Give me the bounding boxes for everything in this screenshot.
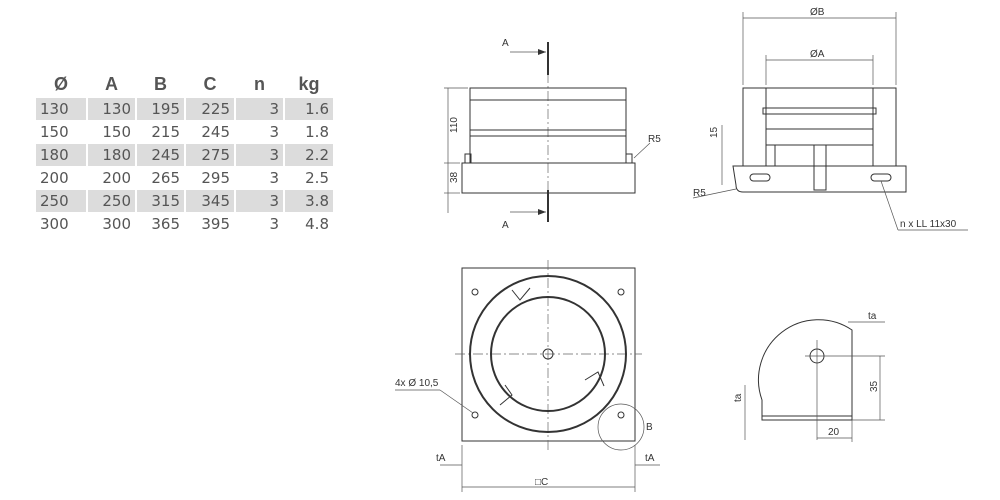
col-kg: kg bbox=[298, 73, 320, 94]
detail-label: B bbox=[646, 422, 653, 433]
col-b: B bbox=[154, 73, 167, 94]
table-cell: 150 bbox=[40, 123, 69, 141]
table-row: 150 150 215 245 3 1.8 bbox=[36, 121, 333, 143]
section-label-bottom: A bbox=[502, 220, 509, 231]
table-row: 300 300 365 395 3 4.8 bbox=[36, 213, 333, 235]
table-cell: 215 bbox=[151, 123, 180, 141]
table-cell: 3 bbox=[236, 190, 283, 212]
table-cell: 3.8 bbox=[285, 190, 333, 212]
table-cell: 195 bbox=[137, 98, 184, 120]
slot-note: n x LL 11x30 bbox=[900, 219, 957, 230]
col-diameter: Ø bbox=[53, 73, 68, 94]
table-cell: 1.6 bbox=[285, 98, 333, 120]
ta-right: tA bbox=[645, 453, 655, 464]
holes-note: 4x Ø 10,5 bbox=[395, 378, 439, 389]
dim-35: 35 bbox=[869, 380, 880, 392]
table-cell: 250 bbox=[36, 190, 86, 212]
table-cell: 250 bbox=[88, 190, 135, 212]
dim-15: 15 bbox=[709, 126, 720, 138]
table-cell: 3 bbox=[269, 169, 279, 187]
table-cell: 3 bbox=[269, 215, 279, 233]
table-cell: 300 bbox=[40, 215, 69, 233]
table-cell: 180 bbox=[88, 144, 135, 166]
table-cell: 4.8 bbox=[305, 215, 329, 233]
table-cell: 2.5 bbox=[305, 169, 329, 187]
table-cell: 345 bbox=[186, 190, 234, 212]
ta-top: ta bbox=[868, 311, 877, 322]
table-cell: 130 bbox=[88, 98, 135, 120]
col-n: n bbox=[254, 73, 265, 94]
table-cell: 365 bbox=[151, 215, 180, 233]
dim-c: □C bbox=[535, 477, 548, 488]
table-cell: 3 bbox=[269, 123, 279, 141]
ta-side: ta bbox=[733, 393, 744, 402]
table-cell: 295 bbox=[201, 169, 230, 187]
table-cell: 315 bbox=[137, 190, 184, 212]
table-cell: 245 bbox=[201, 123, 230, 141]
dim-diameter-b: ØB bbox=[810, 7, 825, 18]
dim-diameter-a: ØA bbox=[810, 49, 825, 60]
table-cell: 200 bbox=[102, 169, 131, 187]
table-cell: 2.2 bbox=[285, 144, 333, 166]
table-cell: 3 bbox=[236, 98, 283, 120]
radius-label-section: R5 bbox=[693, 188, 706, 199]
section-view: ØB ØA 15 R5 n x LL 11x30 bbox=[692, 7, 968, 231]
table-cell: 245 bbox=[137, 144, 184, 166]
col-a: A bbox=[105, 73, 118, 94]
detail-view: 35 20 ta ta bbox=[733, 311, 885, 442]
dim-38: 38 bbox=[449, 171, 460, 183]
table-cell: 3 bbox=[236, 144, 283, 166]
side-view: A A 110 38 R5 bbox=[444, 38, 661, 231]
table-cell: 180 bbox=[36, 144, 86, 166]
table-cell: 225 bbox=[186, 98, 234, 120]
table-header: Ø A B C n kg bbox=[36, 71, 333, 97]
table-cell: 300 bbox=[102, 215, 131, 233]
table-cell: 200 bbox=[40, 169, 69, 187]
table-cell: 1.8 bbox=[305, 123, 329, 141]
dim-110: 110 bbox=[449, 117, 460, 133]
section-label-top: A bbox=[502, 38, 509, 49]
table-cell: 275 bbox=[186, 144, 234, 166]
radius-label: R5 bbox=[648, 134, 661, 145]
table-cell: 395 bbox=[201, 215, 230, 233]
col-c: C bbox=[203, 73, 217, 94]
table-row: 200 200 265 295 3 2.5 bbox=[36, 167, 333, 189]
top-view: B 4x Ø 10,5 □C tA tA bbox=[395, 260, 660, 492]
ta-left: tA bbox=[436, 453, 446, 464]
dim-20: 20 bbox=[828, 427, 840, 438]
table-cell: 130 bbox=[36, 98, 86, 120]
table-cell: 265 bbox=[151, 169, 180, 187]
table-cell: 150 bbox=[102, 123, 131, 141]
